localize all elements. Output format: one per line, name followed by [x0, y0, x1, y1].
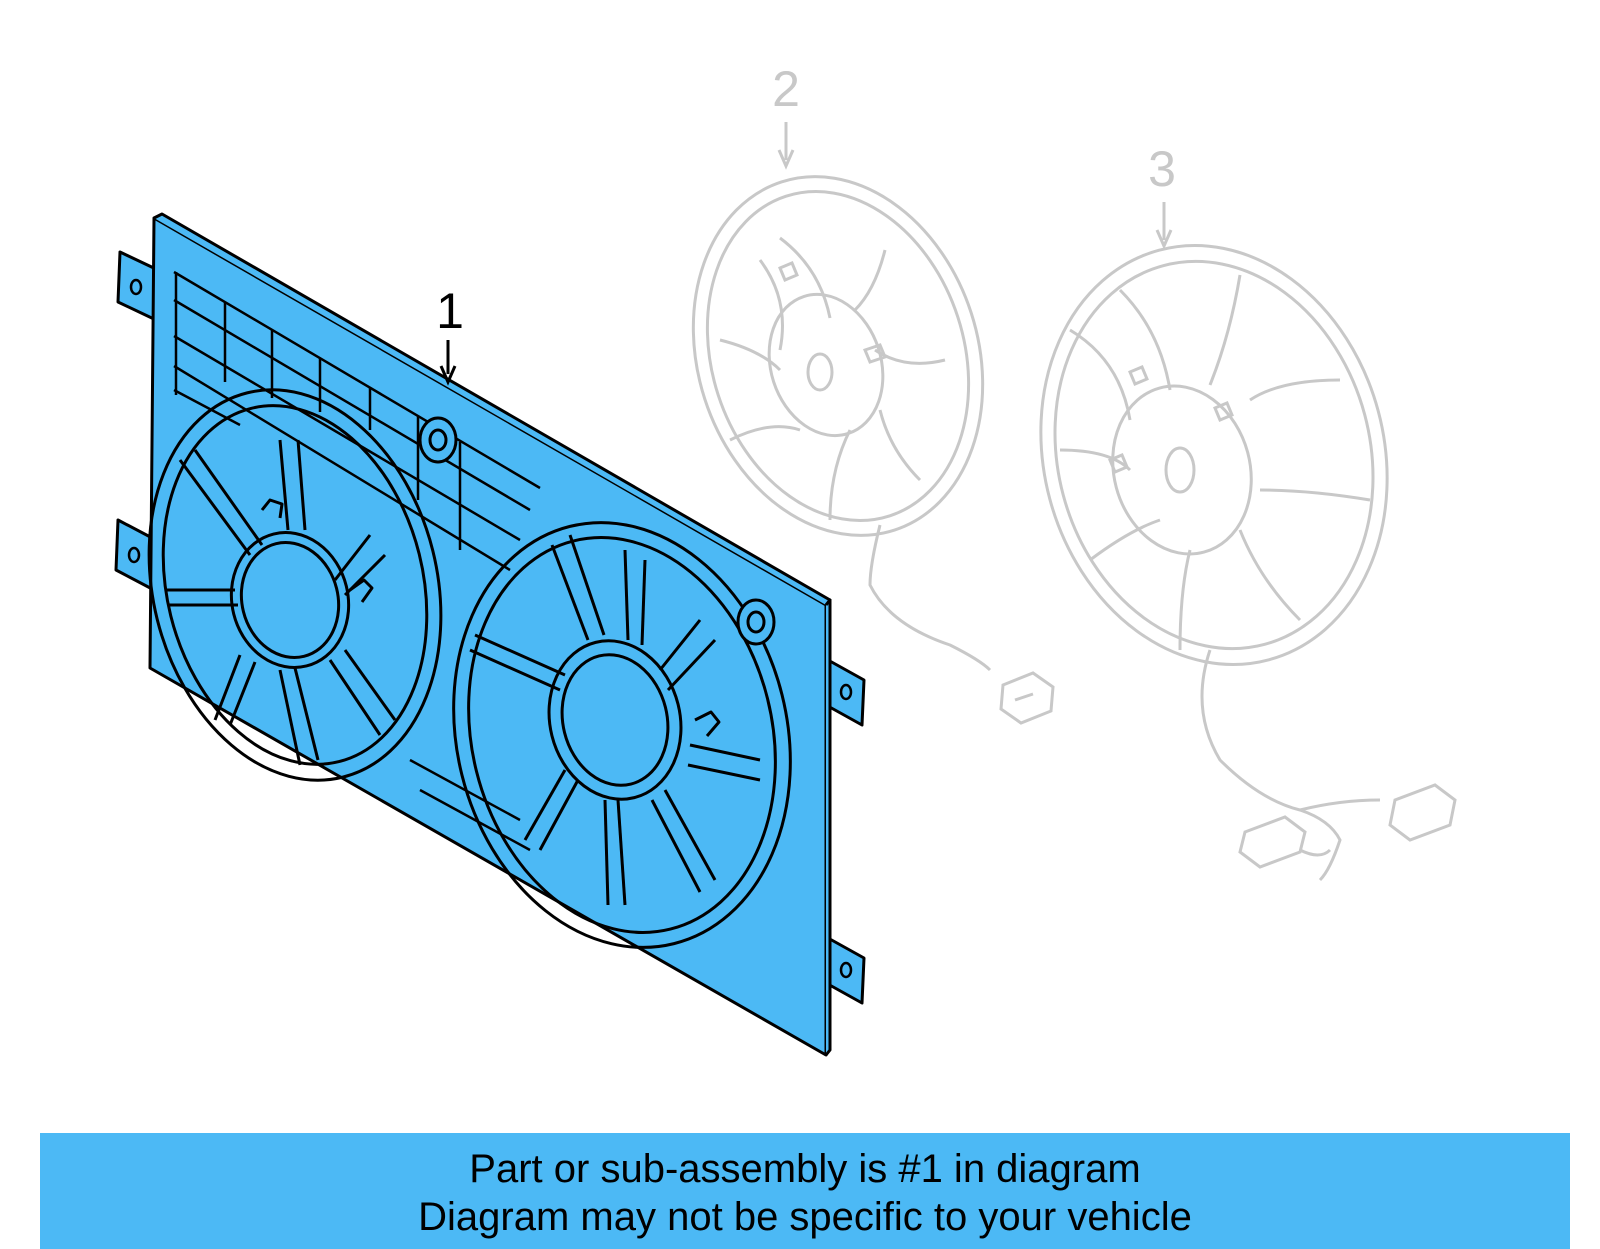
callout-1: 1 — [436, 283, 464, 339]
callout-3-arrowhead — [1155, 229, 1173, 250]
callout-2-arrowhead — [777, 149, 795, 170]
mount-tab-mid-right — [824, 658, 866, 727]
fan-assembly-3 — [1039, 244, 1457, 882]
shroud-panel — [148, 216, 828, 1057]
fan-shroud-part-1 — [114, 212, 866, 1057]
callout-2: 2 — [772, 61, 800, 117]
fan-assembly-2 — [691, 175, 1055, 725]
callout-1-arrowhead — [439, 365, 457, 386]
mount-tab-bottom-right — [824, 936, 866, 1005]
banner-line-2: Diagram may not be specific to your vehi… — [418, 1195, 1192, 1239]
callout-3: 3 — [1148, 141, 1176, 197]
parts-diagram: 2 3 — [114, 61, 1457, 1057]
info-banner: Part or sub-assembly is #1 in diagram Di… — [40, 1133, 1570, 1249]
banner-line-1: Part or sub-assembly is #1 in diagram — [469, 1147, 1141, 1191]
